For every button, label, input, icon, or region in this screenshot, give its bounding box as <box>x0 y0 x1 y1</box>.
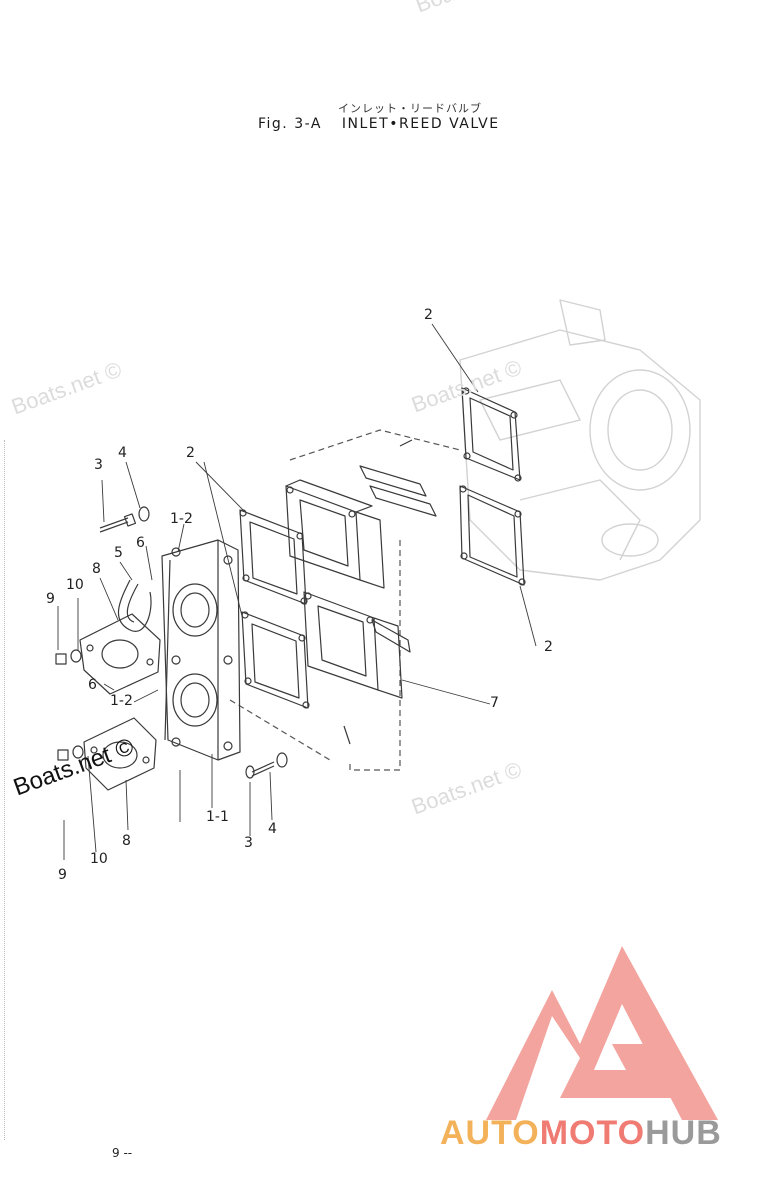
callout-4-top: 4 <box>118 445 127 461</box>
figure-name: INLET•REED VALVE <box>341 116 500 132</box>
callout-9-top: 9 <box>46 591 55 607</box>
logo-auto: AUTO <box>440 1114 540 1152</box>
hose <box>117 579 152 632</box>
callout-1-1: 1-1 <box>206 809 229 825</box>
reed-valve-lower <box>303 591 403 699</box>
title-japanese: インレット・リードバルブ <box>338 102 482 115</box>
callout-10-top: 10 <box>66 577 84 593</box>
callout-2-left: 2 <box>186 445 195 461</box>
gasket-upper-right <box>461 387 522 482</box>
figure-title: Fig. 3-A INLET•REED VALVE <box>258 116 500 132</box>
reed-valve-upper <box>285 479 385 589</box>
nuts-washers-lower <box>57 745 84 761</box>
callout-8-top: 8 <box>92 561 101 577</box>
gasket-center-lower <box>241 611 310 709</box>
engine-block-ghost <box>459 299 701 581</box>
callout-6-bottom: 6 <box>88 677 97 693</box>
figure-number: Fig. 3-A <box>258 116 322 132</box>
callout-10-bottom: 10 <box>90 851 108 867</box>
flange-gasket-upper <box>79 613 161 695</box>
callout-4-bottom: 4 <box>268 821 277 837</box>
callout-9-bottom: 9 <box>58 867 67 883</box>
callout-2-right: 2 <box>544 639 553 655</box>
callout-1-2-top: 1-2 <box>170 511 193 527</box>
crankcase-dashed-outline <box>229 429 461 771</box>
callout-3-bottom: 3 <box>244 835 253 851</box>
small-bolts <box>343 439 413 745</box>
logo-moto: MOTO <box>539 1114 646 1152</box>
leader-lines <box>57 323 537 860</box>
page-number: 9 -- <box>112 1146 133 1160</box>
callout-2-top: 2 <box>424 307 433 323</box>
nuts-washers-upper <box>55 649 82 665</box>
intake-manifold <box>161 539 241 761</box>
bolt-upper <box>99 506 150 533</box>
callout-5: 5 <box>114 545 123 561</box>
automotohub-logo-mark <box>486 946 718 1120</box>
gasket-lower-right <box>459 485 526 586</box>
scan-margin-line <box>4 440 5 1140</box>
callout-6-top: 6 <box>136 535 145 551</box>
callout-1-2-bottom: 1-2 <box>110 693 133 709</box>
callout-8-bottom: 8 <box>122 833 131 849</box>
reed-petals <box>359 465 437 653</box>
automotohub-logo-text: AUTOMOTOHUB <box>440 1114 722 1153</box>
logo-hub: HUB <box>645 1114 722 1152</box>
bolt-lower <box>245 752 288 779</box>
flange-gasket-lower <box>83 717 157 791</box>
callout-3-top: 3 <box>94 457 103 473</box>
gasket-center-upper <box>239 509 308 605</box>
callout-7: 7 <box>490 695 499 711</box>
